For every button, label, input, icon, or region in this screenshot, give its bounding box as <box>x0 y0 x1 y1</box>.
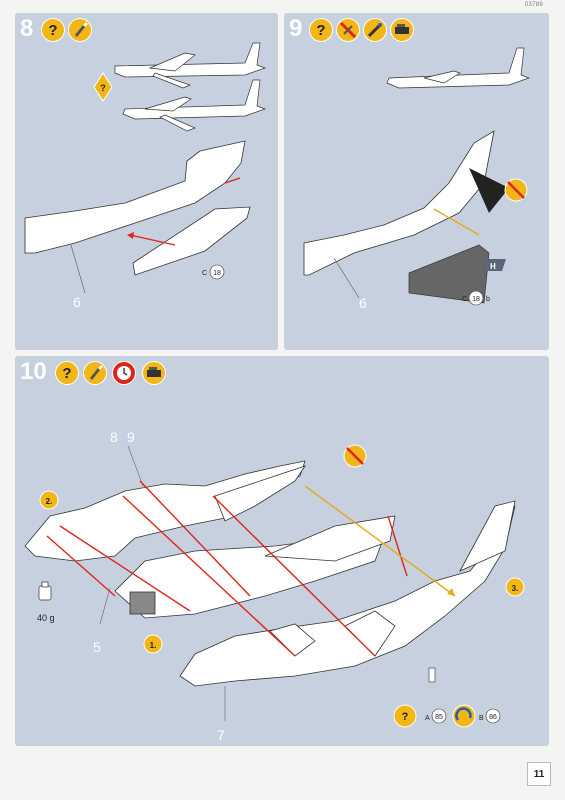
step-8-panel: 8 ? ? 6 <box>15 13 278 350</box>
paint-brush-icon <box>83 361 107 385</box>
wait-clock-icon <box>112 361 136 385</box>
step-8-diagram: ? 6 C 18 <box>24 42 267 310</box>
color-tag <box>482 259 506 271</box>
small-part <box>428 667 436 683</box>
tail-fin-part <box>132 206 251 276</box>
part-5-label: 5 <box>93 639 101 655</box>
svg-text:1.: 1. <box>150 641 157 650</box>
svg-text:A: A <box>425 715 430 722</box>
aircraft-top-view <box>114 42 267 89</box>
step-9-diagram: H 6 C 18 b <box>303 47 531 311</box>
svg-text:18: 18 <box>472 296 480 303</box>
part-ref-a: A 85 <box>425 708 447 724</box>
paint-brush-icon <box>68 18 92 42</box>
fuselage-tail-part <box>24 140 246 254</box>
fuselage-half <box>114 515 396 619</box>
step-10-panel: 10 ? 8 9 2. 1. 3. 40 g <box>15 356 549 746</box>
part-6-label: 6 <box>73 294 81 310</box>
part-ref-b: B 86 <box>479 708 501 724</box>
weight-icon <box>38 581 52 601</box>
sub-ref-9: 9 <box>127 429 135 445</box>
svg-text:?: ? <box>100 83 106 93</box>
tape-icon <box>390 18 414 42</box>
svg-text:86: 86 <box>489 714 497 721</box>
svg-text:3.: 3. <box>512 584 519 593</box>
svg-text:C: C <box>462 296 467 303</box>
part-reference: C 18 <box>202 264 225 280</box>
part-reference: C 18 b <box>462 290 490 306</box>
rudder-part <box>408 244 490 304</box>
step-9-panel: 9 ? H 6 C 18 b <box>284 13 549 350</box>
help-icon <box>393 704 417 728</box>
svg-text:18: 18 <box>213 270 221 277</box>
svg-text:b: b <box>486 296 490 303</box>
aircraft-thumbnail <box>386 47 531 89</box>
help-icon: ? <box>55 361 79 385</box>
svg-text:?: ? <box>402 711 409 723</box>
step-number: 10 <box>20 358 47 385</box>
stage-3-marker <box>505 577 525 597</box>
svg-text:2.: 2. <box>46 497 53 506</box>
callout-wedge <box>469 168 509 213</box>
product-code: 03789 <box>524 2 543 8</box>
glue-brush-icon <box>363 18 387 42</box>
help-icon: ? <box>41 18 65 42</box>
assembly-arrows <box>129 177 241 246</box>
guide-line <box>433 208 480 236</box>
step-number: 8 <box>20 15 34 42</box>
step-number: 9 <box>289 15 303 42</box>
tail-assembly <box>24 460 306 562</box>
weight-label: 40 g <box>37 613 55 623</box>
svg-text:C: C <box>202 270 207 277</box>
stage-2-marker <box>39 490 59 510</box>
main-fuselage <box>179 500 516 687</box>
part-7-label: 7 <box>217 727 225 743</box>
svg-text:B: B <box>479 715 484 722</box>
page-number: 11 <box>527 762 551 786</box>
stage-1-marker <box>143 634 163 654</box>
step-10-diagram: 8 9 2. 1. 3. 40 g <box>24 429 525 743</box>
fuselage-tail-part <box>303 130 495 276</box>
no-glue-icon <box>336 18 360 42</box>
aircraft-side-view <box>122 79 267 132</box>
sub-ref-8: 8 <box>110 429 118 445</box>
svg-text:H: H <box>490 262 496 271</box>
tape-icon <box>142 361 166 385</box>
svg-text:85: 85 <box>435 714 443 721</box>
guide-line <box>304 485 456 597</box>
part-6-label: 6 <box>359 295 367 311</box>
switch-view-icon: ? <box>93 72 113 102</box>
assembly-arrows <box>46 480 408 657</box>
help-icon: ? <box>309 18 333 42</box>
